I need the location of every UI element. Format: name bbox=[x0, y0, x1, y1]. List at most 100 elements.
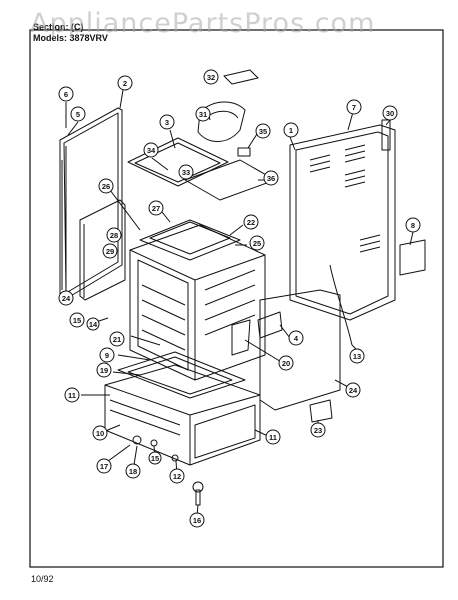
svg-text:20: 20 bbox=[282, 359, 290, 368]
svg-text:13: 13 bbox=[353, 352, 361, 361]
svg-text:34: 34 bbox=[147, 146, 156, 155]
svg-text:30: 30 bbox=[386, 109, 394, 118]
terminal-block bbox=[381, 119, 391, 151]
svg-text:11: 11 bbox=[269, 433, 277, 442]
callout: 26 bbox=[98, 178, 114, 194]
section-label: Section: bbox=[33, 22, 69, 32]
callout: 36 bbox=[263, 170, 279, 186]
back-panel-vents bbox=[309, 144, 381, 253]
model-label: Models: bbox=[33, 33, 68, 43]
leader-lines bbox=[65, 89, 414, 517]
svg-text:24: 24 bbox=[62, 294, 71, 303]
svg-text:25: 25 bbox=[253, 239, 261, 248]
svg-text:3: 3 bbox=[165, 118, 169, 127]
callout: 25 bbox=[249, 235, 265, 251]
drawer-front bbox=[194, 404, 256, 459]
burner-box bbox=[139, 219, 241, 261]
svg-text:7: 7 bbox=[352, 103, 356, 112]
section-value: (C) bbox=[71, 22, 84, 32]
svg-text:27: 27 bbox=[152, 204, 160, 213]
callouts: 32 6 2 5 31 3 35 7 1 30 34 33 36 26 27 2… bbox=[58, 69, 421, 528]
callout: 33 bbox=[178, 164, 194, 180]
callout: 28 bbox=[106, 227, 122, 243]
callout: 22 bbox=[243, 214, 259, 230]
callout: 6 bbox=[58, 86, 74, 102]
svg-text:15: 15 bbox=[73, 316, 81, 325]
callout: 13 bbox=[349, 348, 365, 364]
callout: 1 bbox=[283, 122, 299, 138]
svg-text:32: 32 bbox=[207, 73, 215, 82]
svg-text:17: 17 bbox=[100, 462, 108, 471]
bottom-pan bbox=[117, 351, 246, 399]
back-panel bbox=[289, 124, 396, 321]
diagram-frame bbox=[29, 29, 444, 568]
anti-tip-bracket bbox=[309, 399, 333, 423]
callout: 31 bbox=[195, 106, 211, 122]
svg-text:23: 23 bbox=[314, 426, 322, 435]
access-cover bbox=[399, 239, 426, 276]
svg-text:28: 28 bbox=[110, 231, 118, 240]
callout: 18 bbox=[125, 463, 141, 479]
callout: 29 bbox=[102, 243, 118, 259]
oven-cavity bbox=[129, 224, 266, 381]
callout: 24 bbox=[58, 290, 74, 306]
svg-text:8: 8 bbox=[411, 221, 415, 230]
svg-text:18: 18 bbox=[129, 467, 137, 476]
door-inner-panel bbox=[79, 199, 126, 301]
svg-text:21: 21 bbox=[113, 335, 121, 344]
callout: 3 bbox=[159, 114, 175, 130]
hinge bbox=[231, 319, 251, 356]
cavity-racks bbox=[141, 269, 256, 351]
callout: 32 bbox=[203, 69, 219, 85]
callout: 8 bbox=[405, 217, 421, 233]
callout: 5 bbox=[70, 106, 86, 122]
callout: 17 bbox=[96, 458, 112, 474]
callout: 10 bbox=[92, 425, 108, 441]
callout: 34 bbox=[143, 142, 159, 158]
leveling-leg bbox=[195, 489, 201, 506]
callout: 15 bbox=[148, 451, 162, 465]
svg-text:24: 24 bbox=[349, 386, 358, 395]
model-header: Models: 3878VRV bbox=[33, 33, 108, 43]
callout: 30 bbox=[382, 105, 398, 121]
callout: 11 bbox=[64, 387, 80, 403]
svg-text:2: 2 bbox=[123, 79, 127, 88]
svg-text:36: 36 bbox=[267, 174, 275, 183]
callout: 19 bbox=[96, 362, 112, 378]
cooktop-panel bbox=[127, 137, 229, 187]
svg-text:9: 9 bbox=[105, 351, 109, 360]
model-value: 3878VRV bbox=[69, 33, 108, 43]
callout: 24 bbox=[345, 382, 361, 398]
svg-text:14: 14 bbox=[89, 320, 98, 329]
svg-text:26: 26 bbox=[102, 182, 110, 191]
svg-text:16: 16 bbox=[193, 516, 201, 525]
footer-date: 10/92 bbox=[31, 574, 54, 584]
svg-text:31: 31 bbox=[199, 110, 207, 119]
leg-leveler bbox=[132, 435, 142, 445]
site-watermark: AppliancePartsPros.com bbox=[30, 8, 376, 39]
section-header: Section: (C) bbox=[33, 22, 84, 32]
switch-part bbox=[237, 147, 251, 157]
vent-duct bbox=[197, 101, 246, 142]
svg-text:29: 29 bbox=[106, 247, 114, 256]
svg-text:15: 15 bbox=[151, 454, 159, 463]
svg-text:22: 22 bbox=[247, 218, 255, 227]
hinge-bracket bbox=[257, 311, 283, 339]
callout: 9 bbox=[99, 347, 115, 363]
callout: 14 bbox=[86, 317, 100, 331]
callout: 23 bbox=[310, 422, 326, 438]
svg-text:19: 19 bbox=[100, 366, 108, 375]
svg-text:33: 33 bbox=[182, 168, 190, 177]
svg-text:6: 6 bbox=[64, 90, 68, 99]
svg-text:1: 1 bbox=[289, 126, 293, 135]
svg-text:4: 4 bbox=[294, 334, 299, 343]
wire-lead bbox=[329, 264, 353, 346]
parts-drawing bbox=[59, 69, 426, 517]
storage-drawer bbox=[104, 364, 261, 466]
svg-text:10: 10 bbox=[96, 429, 104, 438]
callout: 16 bbox=[189, 512, 205, 528]
callout: 12 bbox=[169, 468, 185, 484]
side-panel bbox=[259, 289, 341, 411]
callout: 7 bbox=[346, 99, 362, 115]
